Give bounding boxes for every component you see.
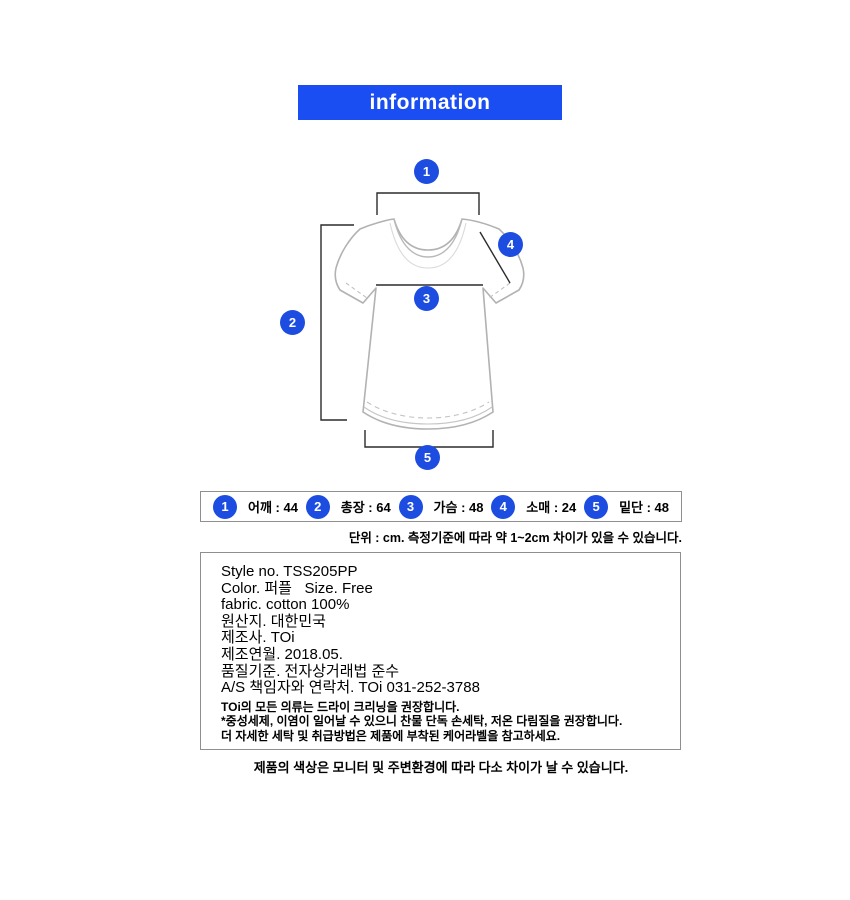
- right-sleeve-stitch-line: [488, 282, 511, 299]
- size-item-sleeve: 4 소매 : 24: [491, 494, 577, 519]
- size-label: 총장 : 64: [340, 500, 391, 515]
- product-info-line-manufacturer: 제조사. TOi: [221, 629, 295, 647]
- marker-number: 5: [423, 450, 432, 465]
- care-instruction-line: TOi의 모든 의류는 드라이 크리닝을 권장합니다.: [221, 699, 460, 714]
- size-number-badge: 3: [398, 494, 423, 519]
- left-sleeve-stitch-line: [345, 282, 368, 299]
- size-number-badge: 5: [584, 494, 609, 519]
- information-banner: information: [298, 85, 562, 120]
- marker-number: 2: [288, 315, 297, 330]
- length-bracket-line: [320, 224, 354, 421]
- diagram-marker-shoulder: 1: [414, 159, 439, 184]
- diagram-marker-length: 2: [280, 310, 305, 335]
- size-number-badge: 4: [491, 494, 516, 519]
- size-label: 소매 : 24: [526, 500, 577, 515]
- product-info-line-style-no: Style no. TSS205PP: [221, 563, 358, 580]
- size-label: 밑단 : 48: [619, 500, 669, 515]
- collar-band-line: [393, 218, 463, 258]
- marker-number: 1: [422, 164, 431, 179]
- information-title: information: [369, 90, 491, 114]
- size-item-shoulder: 1 어깨 : 44: [213, 494, 298, 519]
- diagram-marker-hem: 5: [415, 445, 440, 470]
- hem-inner-line: [363, 406, 493, 425]
- diagram-marker-chest: 3: [414, 286, 439, 311]
- product-info-line-color-size: Color. 퍼플 Size. Free: [221, 579, 373, 597]
- color-disclaimer-note: 제품의 색상은 모니터 및 주변환경에 따라 다소 차이가 날 수 있습니다.: [253, 760, 629, 775]
- size-label: 가슴 : 48: [433, 500, 484, 515]
- sleeve-line: [479, 231, 511, 284]
- size-table: 1 어깨 : 44 2 총장 : 64 3 가슴 : 48 4 소매 : 24 …: [200, 491, 682, 522]
- tshirt-outline: [334, 218, 525, 430]
- size-number-badge: 2: [305, 494, 330, 519]
- size-item-chest: 3 가슴 : 48: [398, 494, 484, 519]
- marker-number: 3: [422, 291, 431, 306]
- tshirt-diagram: [320, 192, 525, 448]
- product-info-line-fabric: fabric. cotton 100%: [221, 596, 350, 614]
- hem-stitch-line: [366, 401, 490, 419]
- care-instructions: TOi의 모든 의류는 드라이 크리닝을 권장합니다. *중성세제, 이염이 일…: [221, 700, 670, 743]
- shoulder-bracket-line: [376, 192, 480, 215]
- care-instruction-line: *중성세제, 이염이 일어날 수 있으니 찬물 단독 손세탁, 저온 다림질을 …: [221, 714, 623, 729]
- diagram-marker-sleeve: 4: [498, 232, 523, 257]
- product-info-line-origin: 원산지. 대한민국: [221, 612, 326, 630]
- size-item-hem: 5 밑단 : 48: [584, 494, 669, 519]
- size-number-badge: 1: [213, 494, 237, 519]
- collar-inner-line: [389, 222, 467, 269]
- care-instruction-line: 더 자세한 세탁 및 취급방법은 제품에 부착된 케어라벨을 참고하세요.: [221, 728, 561, 743]
- product-info-line-contact: A/S 책임자와 연락처. TOi 031-252-3788: [221, 679, 480, 697]
- unit-note: 단위 : cm. 측정기준에 따라 약 1~2cm 차이가 있을 수 있습니다.: [348, 531, 682, 545]
- size-item-length: 2 총장 : 64: [305, 494, 391, 519]
- product-info-line-quality: 품질기준. 전자상거래법 준수: [221, 662, 400, 680]
- marker-number: 4: [506, 237, 515, 252]
- product-info-line-date: 제조연월. 2018.05.: [221, 645, 343, 663]
- product-info-box: Style no. TSS205PP Color. 퍼플 Size. Free …: [200, 552, 681, 750]
- size-label: 어깨 : 44: [248, 500, 298, 515]
